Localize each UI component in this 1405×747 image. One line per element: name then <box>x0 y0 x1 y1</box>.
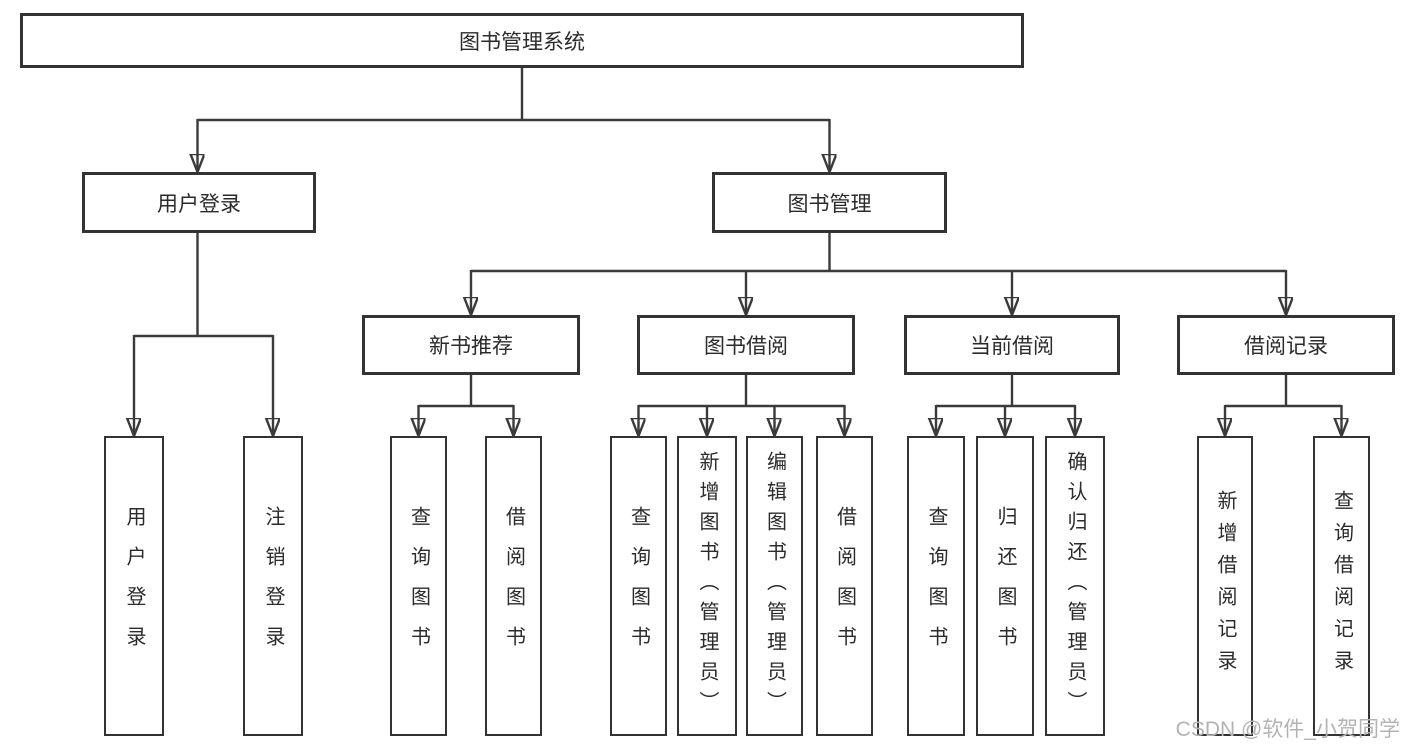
node-label: 编辑图书（管理员） <box>763 451 786 721</box>
node-borrow-record: 借阅记录 <box>1177 315 1395 375</box>
connector-borrow-record <box>1225 374 1342 408</box>
node-label: 当前借阅 <box>970 335 1054 358</box>
leaf-user-login: 用户登录 <box>104 436 164 736</box>
leaf-query-borrow-record: 查询借阅记录 <box>1313 436 1370 736</box>
connector-book-borrow <box>638 374 845 408</box>
node-label: 用户登录 <box>157 192 241 216</box>
node-label: 查询图书 <box>925 506 947 666</box>
node-book-management: 图书管理 <box>712 172 947 233</box>
leaf-add-borrow-record: 新增借阅记录 <box>1197 436 1253 736</box>
leaf-borrow-book: 借阅图书 <box>485 436 542 736</box>
leaf-add-book-admin: 新增图书（管理员） <box>677 436 737 736</box>
leaf-return-book: 归还图书 <box>976 436 1034 736</box>
node-system-root: 图书管理系统 <box>20 13 1024 68</box>
leaf-query-book: 查询图书 <box>610 436 667 736</box>
node-label: 图书借阅 <box>704 335 788 358</box>
node-label: 新增图书（管理员） <box>696 451 718 721</box>
node-user-login: 用户登录 <box>82 172 316 233</box>
node-label: 新增借阅记录 <box>1214 490 1236 682</box>
node-book-borrow: 图书借阅 <box>637 315 855 375</box>
node-label: 新书推荐 <box>429 335 513 358</box>
csdn-watermark: CSDN @软件_小贺同学 <box>1175 718 1400 741</box>
connector-book-management <box>471 232 1286 273</box>
leaf-query-book: 查询图书 <box>907 436 965 736</box>
connector-new-book <box>418 374 514 408</box>
node-label: 借阅图书 <box>833 506 856 666</box>
node-label: 确认归还（管理员） <box>1064 451 1086 721</box>
node-label: 注销登录 <box>262 506 284 666</box>
connector-current-borrow <box>936 374 1075 408</box>
node-new-book-recommend: 新书推荐 <box>362 315 580 375</box>
leaf-confirm-return-admin: 确认归还（管理员） <box>1045 436 1105 736</box>
node-label: 图书管理 <box>787 192 872 216</box>
node-label: 图书管理系统 <box>459 30 585 54</box>
connector-user-login <box>134 232 273 338</box>
node-label: 借阅图书 <box>502 506 525 666</box>
leaf-logout: 注销登录 <box>243 436 303 736</box>
connector-root <box>197 67 830 122</box>
node-label: 用户登录 <box>123 506 145 666</box>
node-label: 借阅记录 <box>1244 335 1328 358</box>
node-label: 归还图书 <box>994 506 1016 666</box>
node-label: 查询图书 <box>407 506 430 666</box>
node-label: 查询借阅记录 <box>1330 490 1353 682</box>
node-label: 查询图书 <box>627 506 650 666</box>
node-current-borrow: 当前借阅 <box>904 315 1120 375</box>
leaf-borrow-book: 借阅图书 <box>816 436 873 736</box>
leaf-edit-book-admin: 编辑图书（管理员） <box>746 436 803 736</box>
leaf-query-book: 查询图书 <box>390 436 447 736</box>
